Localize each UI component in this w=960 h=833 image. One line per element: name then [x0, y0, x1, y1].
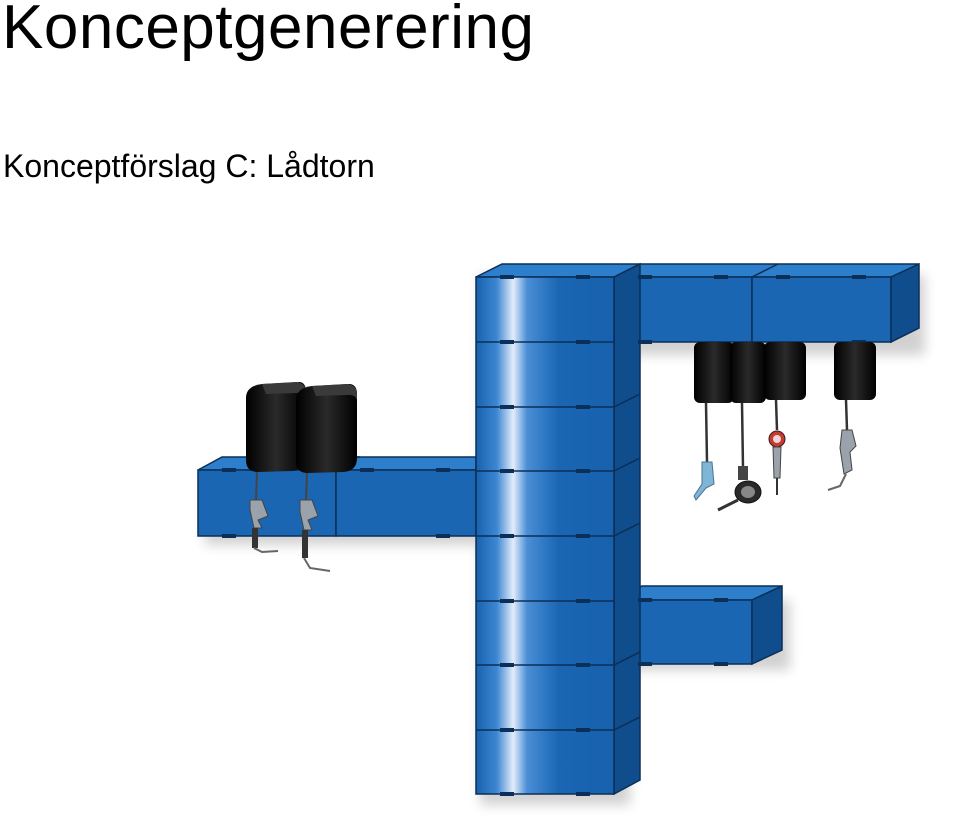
oil-nozzle — [827, 429, 857, 491]
left-nozzle-2 — [299, 499, 331, 572]
hose-reel-icon — [730, 342, 766, 403]
top-arm-side — [890, 262, 920, 344]
right-hose-reels — [694, 342, 876, 403]
hose-reel-icon — [296, 384, 357, 473]
hose-line — [305, 472, 308, 501]
left-hose-nozzles — [255, 471, 308, 501]
central-column — [475, 262, 641, 796]
left-nozzle-1 — [249, 499, 279, 554]
pressure-gauge-nozzle — [717, 466, 762, 512]
top-arm-box-2 — [751, 276, 892, 343]
hose-line — [255, 471, 258, 501]
column-drawer-lines — [476, 341, 641, 731]
hose-reel-icon — [834, 342, 876, 400]
left-arm-box-2 — [335, 469, 477, 537]
bottom-arm-side — [751, 584, 783, 666]
left-arm-box-1 — [197, 469, 337, 537]
top-arm — [613, 262, 920, 344]
page-subtitle: Konceptförslag C: Lådtorn — [3, 148, 375, 184]
left-hose-reels — [246, 382, 357, 473]
hose-reel-icon — [764, 342, 806, 400]
air-blow-nozzle — [693, 461, 715, 501]
flow-meter-nozzle — [768, 430, 786, 495]
hose-reel-icon — [246, 382, 306, 472]
hose-reel-icon — [694, 342, 734, 403]
page-title: Konceptgenerering — [2, 0, 535, 62]
right-hoses — [704, 399, 849, 469]
drawer-handles — [222, 275, 866, 796]
